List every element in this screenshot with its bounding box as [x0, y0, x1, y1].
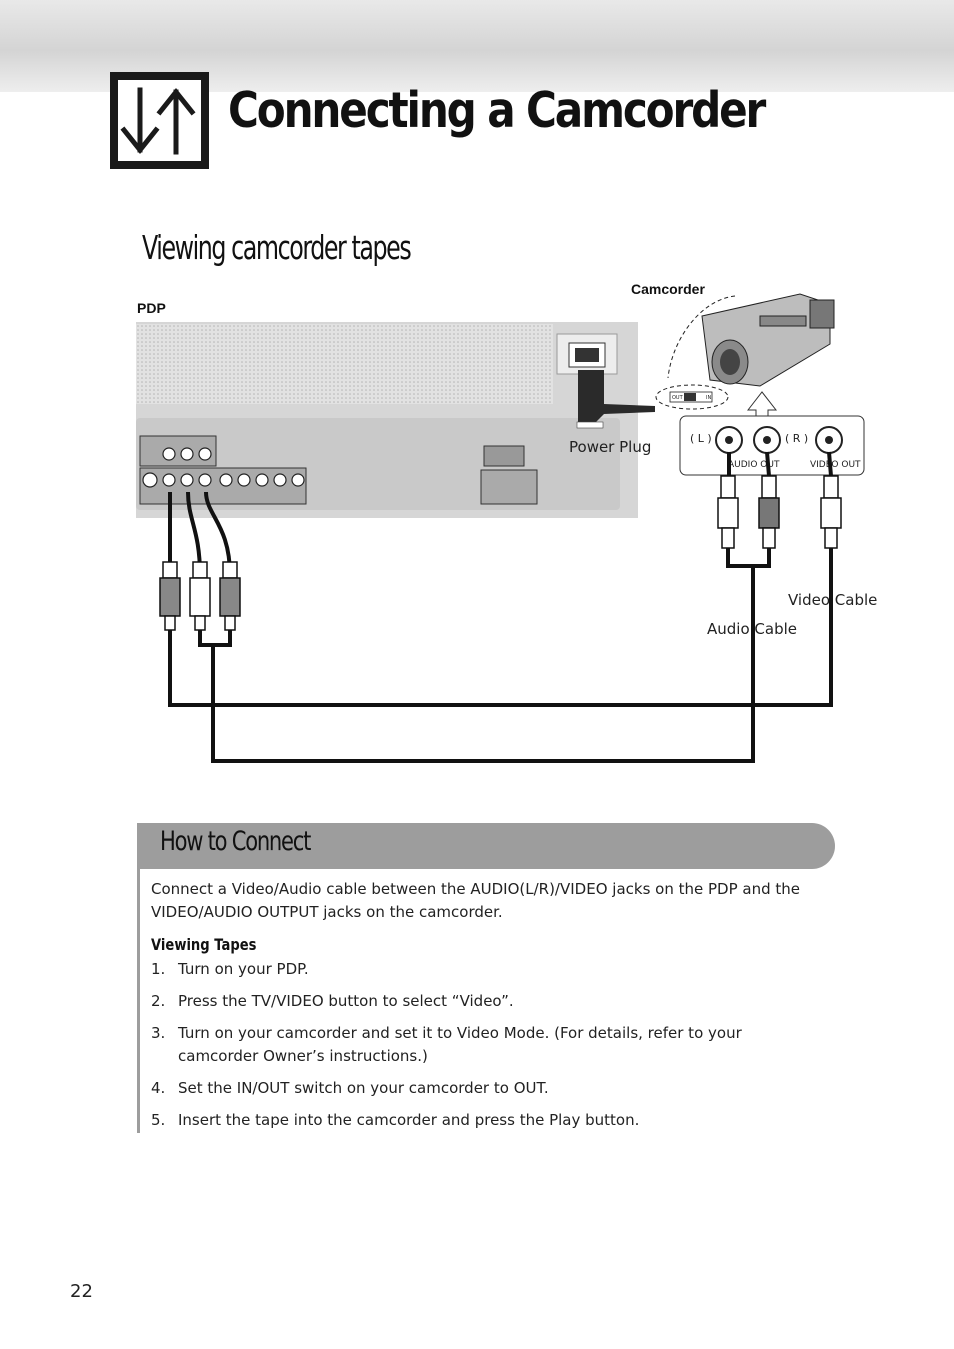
- camcorder-label: Camcorder: [631, 281, 705, 297]
- video-out-label: VIDEO OUT: [810, 460, 861, 470]
- camcorder-output-panel: ( L ) ( R ) AUDIO OUT VIDEO OUT: [679, 415, 865, 476]
- up-down-arrows-icon: [110, 72, 209, 169]
- audio-cable-label: Audio Cable: [707, 620, 797, 638]
- jack-l-label: ( L ): [690, 432, 712, 445]
- step-text: Insert the tape into the camcorder and p…: [178, 1111, 640, 1129]
- power-plug-label: Power Plug: [569, 438, 651, 456]
- intro-paragraph: Connect a Video/Audio cable between the …: [151, 880, 800, 921]
- how-to-connect-title: How to Connect: [160, 826, 311, 857]
- page-title: Connecting a Camcorder: [228, 82, 766, 139]
- page-number: 22: [70, 1281, 93, 1302]
- pdp-label: PDP: [137, 300, 166, 316]
- step-number: 5.: [151, 1111, 166, 1129]
- rca-plugs-camcorder: [717, 475, 842, 549]
- step-text: Turn on your PDP.: [178, 960, 309, 978]
- step-number: 4.: [151, 1079, 166, 1097]
- how-to-connect-bar: [137, 823, 835, 869]
- step-text: Set the IN/OUT switch on your camcorder …: [178, 1079, 549, 1097]
- power-plug: [556, 333, 655, 429]
- list-item: 5. Insert the tape into the camcorder and…: [151, 1109, 811, 1132]
- step-number: 3.: [151, 1024, 166, 1042]
- pdp-back-panel: [136, 322, 638, 518]
- switch-out-label: OUT: [672, 395, 684, 401]
- switch-in-label: IN: [706, 395, 711, 401]
- video-cable-label: Video Cable: [788, 591, 877, 609]
- steps-list: 1. Turn on your PDP. 2. Press the TV/VIDEO…: [151, 958, 811, 1141]
- list-item: 4. Set the IN/OUT switch on your camcorde…: [151, 1077, 811, 1100]
- step-number: 1.: [151, 960, 166, 978]
- step-text: Press the TV/VIDEO button to select “Vid…: [178, 992, 514, 1010]
- rca-plugs-pdp: [159, 561, 241, 631]
- cables: [168, 451, 833, 763]
- camcorder-illustration: OUT IN: [655, 293, 835, 417]
- viewing-tapes-heading: Viewing Tapes: [151, 935, 257, 954]
- connection-diagram: PDP Camcorder Power Plug: [136, 281, 877, 763]
- step-text: Turn on your camcorder and set it to Vid…: [178, 1024, 742, 1065]
- list-item: 3. Turn on your camcorder and set it to V…: [151, 1022, 811, 1068]
- section-title: Viewing camcorder tapes: [142, 228, 412, 267]
- list-item: 1. Turn on your PDP.: [151, 958, 811, 981]
- list-item: 2. Press the TV/VIDEO button to select “V…: [151, 990, 811, 1013]
- jack-r-label: ( R ): [785, 432, 808, 445]
- how-to-connect-rule: [137, 869, 140, 1133]
- step-number: 2.: [151, 992, 166, 1010]
- audio-out-label: AUDIO OUT: [728, 460, 780, 470]
